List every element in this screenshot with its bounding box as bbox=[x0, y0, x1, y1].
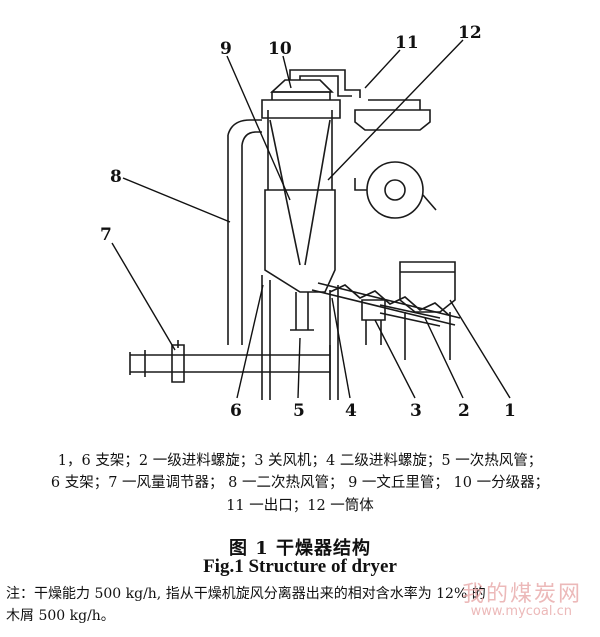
fan bbox=[366, 161, 424, 219]
label-3: 3 bbox=[410, 401, 422, 421]
label-10: 10 bbox=[268, 39, 292, 59]
support-right bbox=[329, 285, 339, 400]
rotary-valve bbox=[361, 299, 386, 321]
label-7: 7 bbox=[100, 225, 112, 245]
bottom-pipe bbox=[290, 292, 314, 331]
dryer-cylinder bbox=[264, 189, 336, 293]
label-1: 1 bbox=[504, 401, 516, 421]
primary-feed-screw bbox=[379, 304, 441, 327]
label-8: 8 bbox=[110, 167, 122, 187]
primary-hot-air-pipe bbox=[129, 345, 331, 380]
watermark-text: 我的煤炭网 bbox=[461, 582, 582, 607]
watermark-url: www.mycoal.cn bbox=[470, 604, 572, 619]
secondary-hot-air-pipe bbox=[227, 119, 262, 345]
secondary-feed-screw bbox=[311, 282, 461, 326]
venturi-tube bbox=[267, 110, 333, 266]
legend-line-3: 11 一出口；12 一筒体 bbox=[226, 498, 374, 514]
label-4: 4 bbox=[345, 401, 357, 421]
hopper-support bbox=[404, 312, 451, 360]
legend-line-2: 6 支架；7 一风量调节器； 8 一二次热风管； 9 一文丘里管； 10 一分级… bbox=[50, 475, 550, 491]
hopper bbox=[399, 261, 456, 313]
note-line-1: 注：干燥能力 500 kg/h, 指从干燥机旋风分离器出来的相对含水率为 12%… bbox=[6, 586, 486, 602]
figure-title-en: Fig.1 Structure of dryer bbox=[203, 556, 397, 577]
label-6: 6 bbox=[230, 401, 242, 421]
label-9: 9 bbox=[220, 39, 232, 59]
outlet-duct bbox=[289, 69, 361, 98]
dryer-structure-diagram: 1 2 3 4 5 6 7 8 9 10 11 12 bbox=[100, 23, 516, 421]
note-line-2: 木屑 500 kg/h。 bbox=[6, 608, 115, 624]
legend-line-1: 1，6 支架；2 一级进料螺旋；3 关风机；4 二级进料螺旋；5 一次热风管； bbox=[57, 453, 543, 469]
classifier bbox=[261, 91, 341, 119]
air-volume-regulator bbox=[171, 340, 185, 383]
label-11: 11 bbox=[395, 33, 419, 53]
label-5: 5 bbox=[293, 401, 305, 421]
top-hood bbox=[269, 79, 334, 93]
figure-title-cn: 图 1 干燥器结构 bbox=[228, 538, 372, 559]
label-12: 12 bbox=[458, 23, 482, 43]
support-left bbox=[261, 275, 271, 400]
cyclone bbox=[354, 99, 431, 131]
label-2: 2 bbox=[458, 401, 470, 421]
